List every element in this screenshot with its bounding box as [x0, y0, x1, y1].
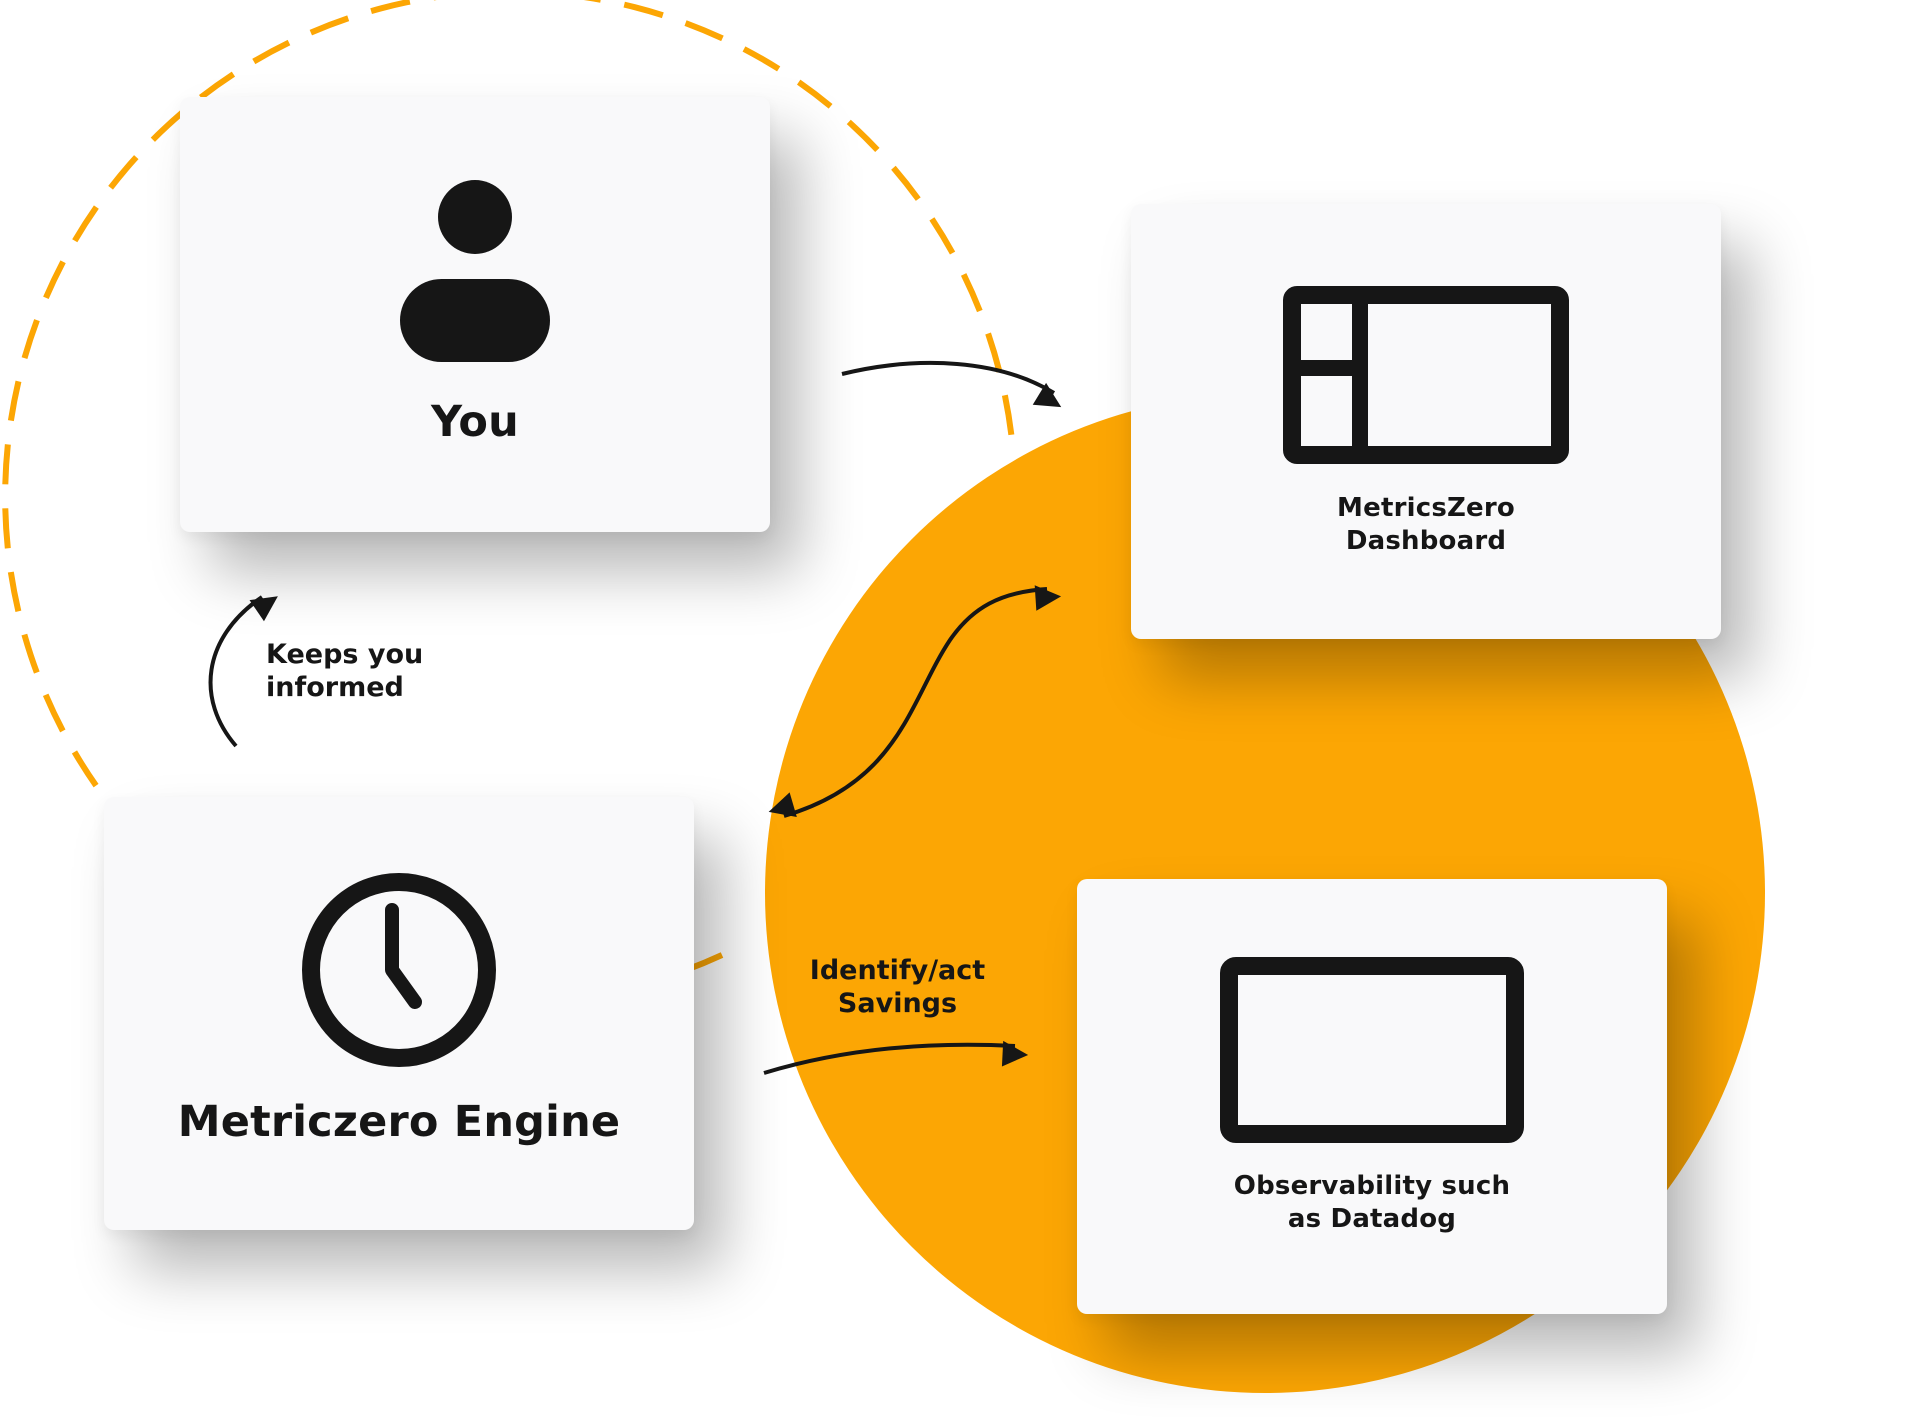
monitor-icon: [1220, 957, 1524, 1143]
clock-hands: [385, 903, 422, 1009]
arrow-you-to-dashboard: [841, 360, 1062, 408]
edge-label-keeps-you-informed: Keeps you informed: [266, 639, 424, 703]
user-icon: [400, 180, 550, 362]
dashboard-layout-icon: [1283, 286, 1569, 464]
node-engine-card[interactable]: Metriczero Engine: [104, 797, 694, 1230]
node-engine-label: Metriczero Engine: [177, 1097, 621, 1147]
clock-icon: [302, 873, 496, 1067]
arrow-engine-to-observability: [763, 1040, 1029, 1075]
node-dashboard-label: MetricsZero Dashboard: [1337, 493, 1515, 556]
node-dashboard-card[interactable]: MetricsZero Dashboard: [1131, 204, 1721, 639]
node-you-label: You: [431, 397, 519, 447]
arrow-engine-to-you: [208, 595, 278, 748]
node-observability-label: Observability such as Datadog: [1233, 1171, 1511, 1234]
node-you-card[interactable]: You: [180, 97, 770, 532]
edge-label-identify-act-savings: Identify/act Savings: [809, 955, 986, 1019]
node-observability-card[interactable]: Observability such as Datadog: [1077, 879, 1667, 1314]
arrow-engine-dashboard-bidirectional: [768, 585, 1062, 818]
